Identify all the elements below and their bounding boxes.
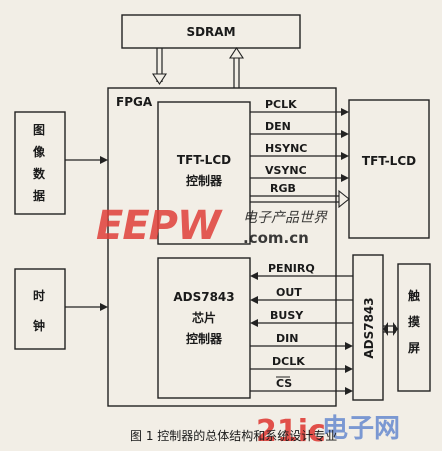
signal-rgb: RGB <box>270 182 296 195</box>
signal-hsync: HSYNC <box>265 142 307 155</box>
ads-controller-label-1: ADS7843 <box>173 290 234 304</box>
signal-penirq: PENIRQ <box>268 262 315 275</box>
image-data-char-2: 像 <box>33 144 46 159</box>
signal-pclk: PCLK <box>265 98 297 111</box>
signal-out: OUT <box>276 286 302 299</box>
tft-controller-label-2: 控制器 <box>186 173 223 188</box>
signal-busy: BUSY <box>270 309 304 322</box>
eepw-logo: EEPW <box>96 203 223 249</box>
ads-signal-lines <box>250 272 353 395</box>
figure-caption: 图 1 控制器的总体结构和系统设计专业 <box>130 428 337 443</box>
clock-arrow <box>65 303 108 311</box>
ads7843-chip-box <box>352 254 384 401</box>
ads7843-chip-label: ADS7843 <box>362 297 376 358</box>
21ic-chinese: 电子网 <box>322 414 400 444</box>
ads-controller-box <box>157 257 251 399</box>
image-data-arrow <box>65 156 108 164</box>
chip-touch-link <box>383 322 398 336</box>
signal-den: DEN <box>265 120 291 133</box>
sdram-label: SDRAM <box>186 25 235 39</box>
sdram-fpga-bus <box>151 46 245 88</box>
eepw-url: .com.cn <box>243 229 309 247</box>
signal-vsync: VSYNC <box>265 164 307 177</box>
sdram-box <box>121 14 301 49</box>
ads-controller-label-2: 芯片 <box>192 310 216 325</box>
21ic-logo: 21ic <box>256 414 326 449</box>
signal-din: DIN <box>276 332 298 345</box>
touch-char-1: 触 <box>408 288 420 303</box>
tft-controller-label-1: TFT-LCD <box>177 153 231 167</box>
clock-box <box>14 268 66 350</box>
site-21ic-watermark: 21ic 电子网 <box>256 414 400 449</box>
signal-cs: CS <box>276 377 292 390</box>
clock-char-1: 时 <box>33 288 45 303</box>
touch-char-2: 摸 <box>408 314 421 329</box>
image-data-char-1: 图 <box>33 123 45 137</box>
tft-lcd-label: TFT-LCD <box>362 154 416 168</box>
touch-char-3: 屏 <box>407 341 420 355</box>
fpga-box <box>107 87 337 407</box>
signal-dclk: DCLK <box>272 355 305 368</box>
ads-controller-label-3: 控制器 <box>186 331 223 346</box>
image-data-box <box>14 111 66 215</box>
tft-controller-box <box>157 101 251 245</box>
tft-signal-lines <box>250 108 350 209</box>
clock-char-2: 钟 <box>33 318 45 333</box>
image-data-char-4: 据 <box>33 188 45 203</box>
touch-screen-box <box>397 263 431 392</box>
image-data-char-3: 数 <box>33 166 46 181</box>
tft-lcd-box <box>348 99 430 239</box>
eepw-watermark: EEPW 电子产品世界 .com.cn <box>96 203 328 249</box>
fpga-label: FPGA <box>116 95 153 109</box>
eepw-chinese: 电子产品世界 <box>243 210 328 226</box>
